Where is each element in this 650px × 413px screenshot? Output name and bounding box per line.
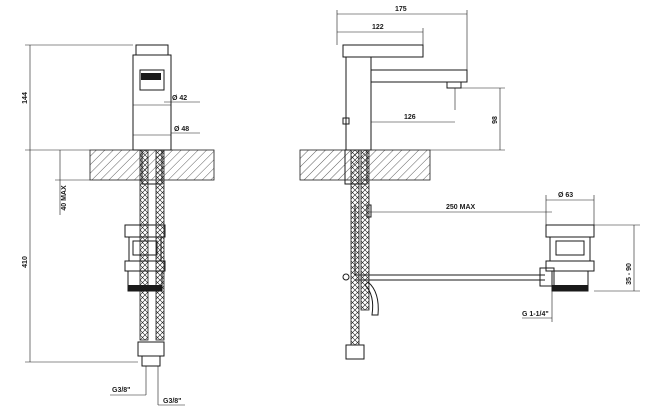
dim-dia-63-label: Ø 63 (558, 192, 573, 199)
dim-122: 122 (337, 24, 424, 45)
dim-175: 175 (336, 6, 468, 70)
front-deck (89, 149, 215, 181)
front-view: 144 410 40 MAX Ø 42 Ø 48 G3/8" G3/8" (22, 44, 215, 406)
dim-144: 144 (22, 44, 133, 151)
dim-144-label: 144 (22, 92, 29, 104)
dim-dia-63: Ø 63 (545, 192, 595, 225)
dim-g114-label: G 1-1/4" (522, 311, 549, 318)
front-faucet-body (132, 44, 172, 151)
side-waste-valve (539, 224, 595, 292)
dim-98-label: 98 (492, 116, 499, 124)
dim-98: 98 (430, 87, 505, 151)
dim-410-label: 410 (22, 256, 29, 268)
front-hose-left (139, 149, 149, 341)
dim-126: 126 (371, 114, 455, 123)
side-faucet-body (342, 44, 468, 151)
side-pull-rod (342, 204, 545, 316)
dim-dia-42-label: Ø 42 (172, 95, 187, 102)
front-hose-right (155, 149, 165, 341)
dim-250-max: 250 MAX (369, 204, 552, 213)
side-hose-right (360, 149, 370, 311)
dim-g38-b-label: G3/8" (163, 398, 182, 405)
dim-40-max-label: 40 MAX (61, 185, 68, 211)
dim-35-90: 35 - 90 (594, 224, 640, 292)
front-waste-valve (124, 224, 166, 292)
dim-410: 410 (22, 150, 138, 363)
dim-175-label: 175 (395, 6, 407, 13)
dim-40-max: 40 MAX (55, 150, 90, 215)
dim-dia-48-label: Ø 48 (174, 126, 189, 133)
front-nut (137, 341, 165, 357)
dim-250-max-label: 250 MAX (446, 204, 476, 211)
side-view: 175 122 126 98 250 MAX Ø (299, 6, 640, 360)
dim-122-label: 122 (372, 24, 384, 31)
dim-g114: G 1-1/4" (522, 291, 553, 322)
dim-126-label: 126 (404, 114, 416, 121)
dim-35-90-label: 35 - 90 (626, 263, 633, 285)
dim-g38-a-label: G3/8" (112, 387, 131, 394)
